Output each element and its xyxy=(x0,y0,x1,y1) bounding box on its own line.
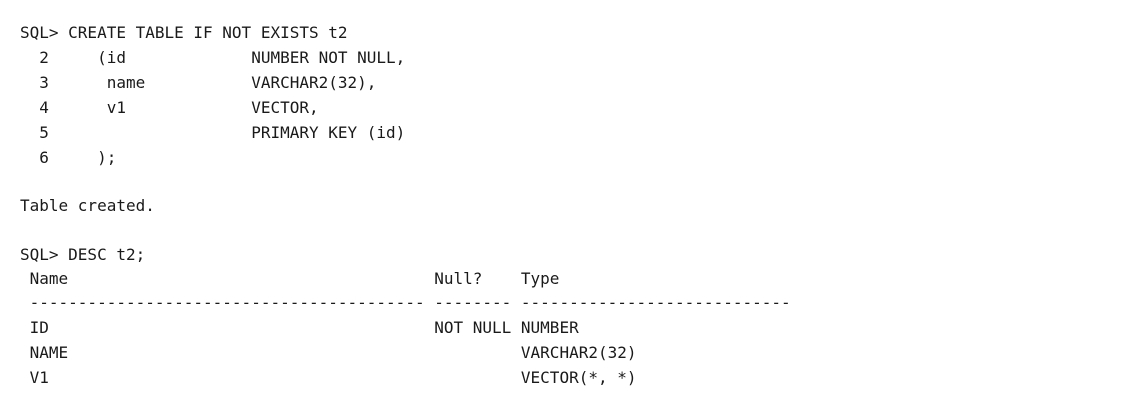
desc-header-row: Name Null? Type xyxy=(20,269,560,288)
desc-separator-row: ----------------------------------------… xyxy=(20,293,791,312)
create-table-line-6: 6 ); xyxy=(20,148,117,167)
desc-command-line: SQL> DESC t2; xyxy=(20,245,146,264)
create-table-line-3: 3 name VARCHAR2(32), xyxy=(20,73,377,92)
desc-row-id: ID NOT NULL NUMBER xyxy=(20,318,579,337)
create-table-line-4: 4 v1 VECTOR, xyxy=(20,98,319,117)
create-table-line-5: 5 PRIMARY KEY (id) xyxy=(20,123,406,142)
desc-row-v1: V1 VECTOR(*, *) xyxy=(20,368,637,387)
table-created-message: Table created. xyxy=(20,196,155,215)
create-table-line-2: 2 (id NUMBER NOT NULL, xyxy=(20,48,406,67)
desc-row-name: NAME VARCHAR2(32) xyxy=(20,343,637,362)
create-table-prompt-line: SQL> CREATE TABLE IF NOT EXISTS t2 xyxy=(20,23,348,42)
